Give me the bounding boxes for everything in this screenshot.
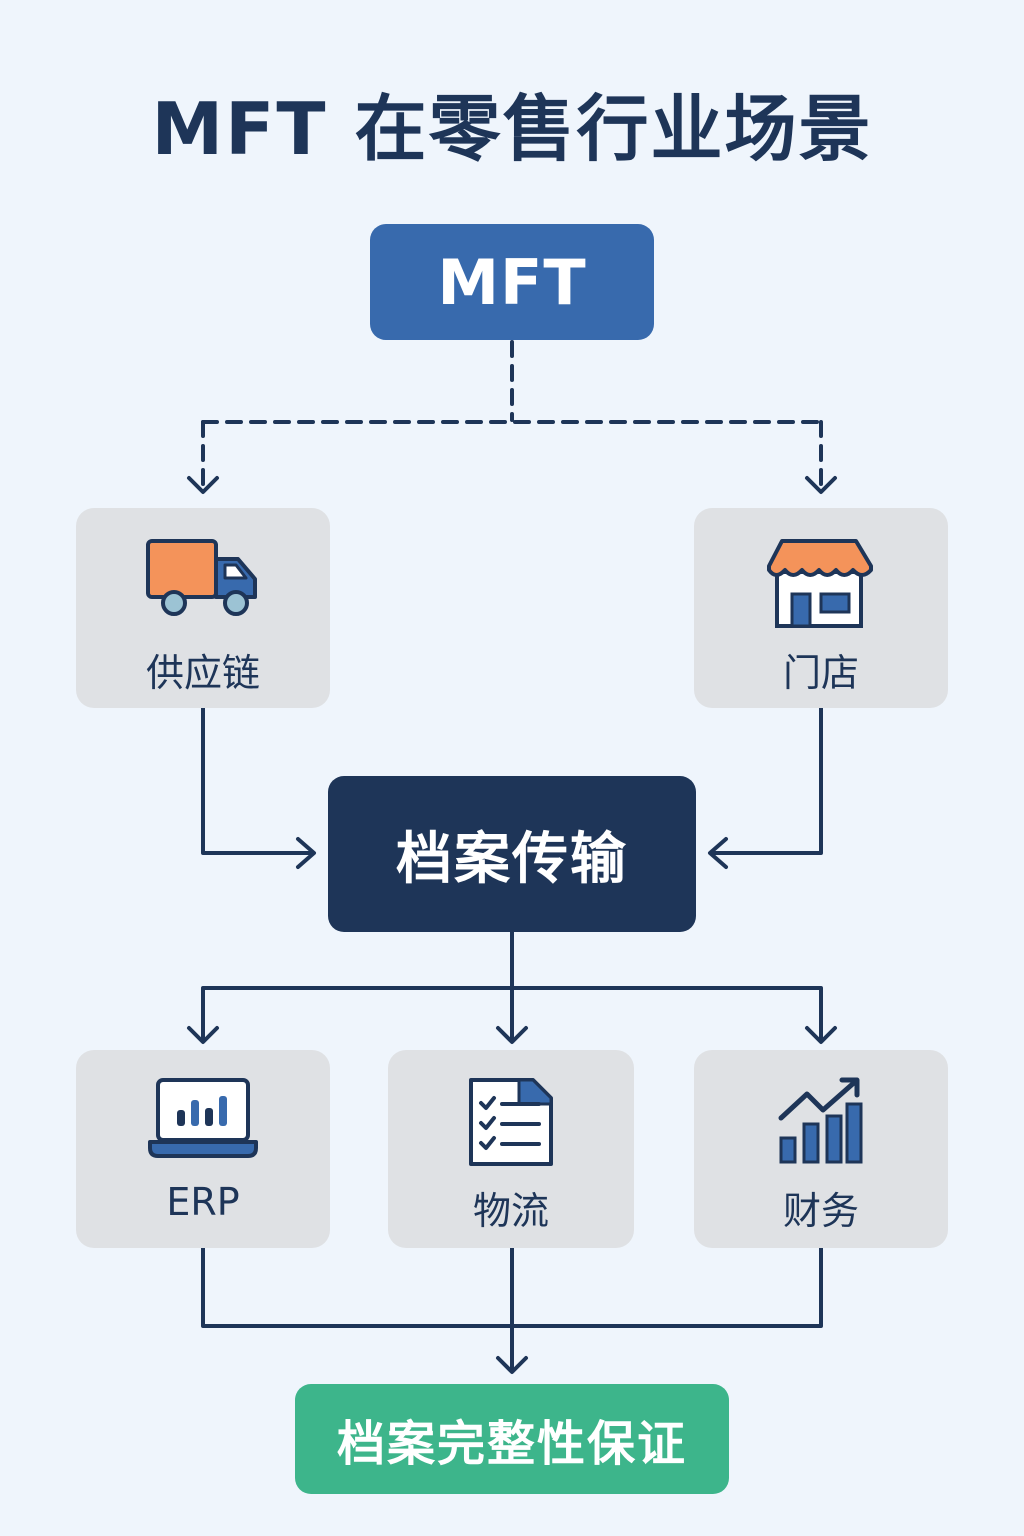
connector-supply-to-archive (201, 706, 312, 855)
laptop-chart-icon (76, 1076, 330, 1160)
arrowhead (187, 1026, 219, 1044)
erp-label: ERP (166, 1180, 240, 1224)
supply-chain-card: 供应链 (76, 508, 330, 708)
finance-card: 财务 (694, 1050, 948, 1248)
logistics-label: 物流 (472, 1189, 549, 1233)
connector-store-to-archive (712, 706, 823, 855)
arrowhead (496, 1026, 528, 1044)
growth-chart-icon (694, 1076, 948, 1166)
arrowhead (805, 1026, 837, 1044)
truck-icon (76, 538, 330, 618)
page-title: MFT 在零售行业场景 (151, 87, 873, 171)
finance-label: 财务 (782, 1189, 859, 1233)
supply-chain-label: 供应链 (145, 651, 260, 695)
arrowhead (708, 837, 728, 869)
erp-card: ERP (76, 1050, 330, 1248)
checklist-icon (388, 1076, 634, 1168)
logistics-card: 物流 (388, 1050, 634, 1248)
arrowhead (296, 837, 316, 869)
store-label: 门店 (782, 651, 859, 695)
arrowhead (496, 1356, 528, 1374)
storefront-icon (694, 538, 948, 630)
mft-node: MFT (370, 224, 654, 340)
archive-transfer-node: 档案传输 (328, 776, 696, 932)
connector-archive-branch (201, 986, 823, 1042)
arrowhead (187, 476, 219, 494)
arrowhead (805, 476, 837, 494)
integrity-node: 档案完整性保证 (295, 1384, 729, 1494)
store-card: 门店 (694, 508, 948, 708)
dashed-connector (201, 340, 823, 490)
